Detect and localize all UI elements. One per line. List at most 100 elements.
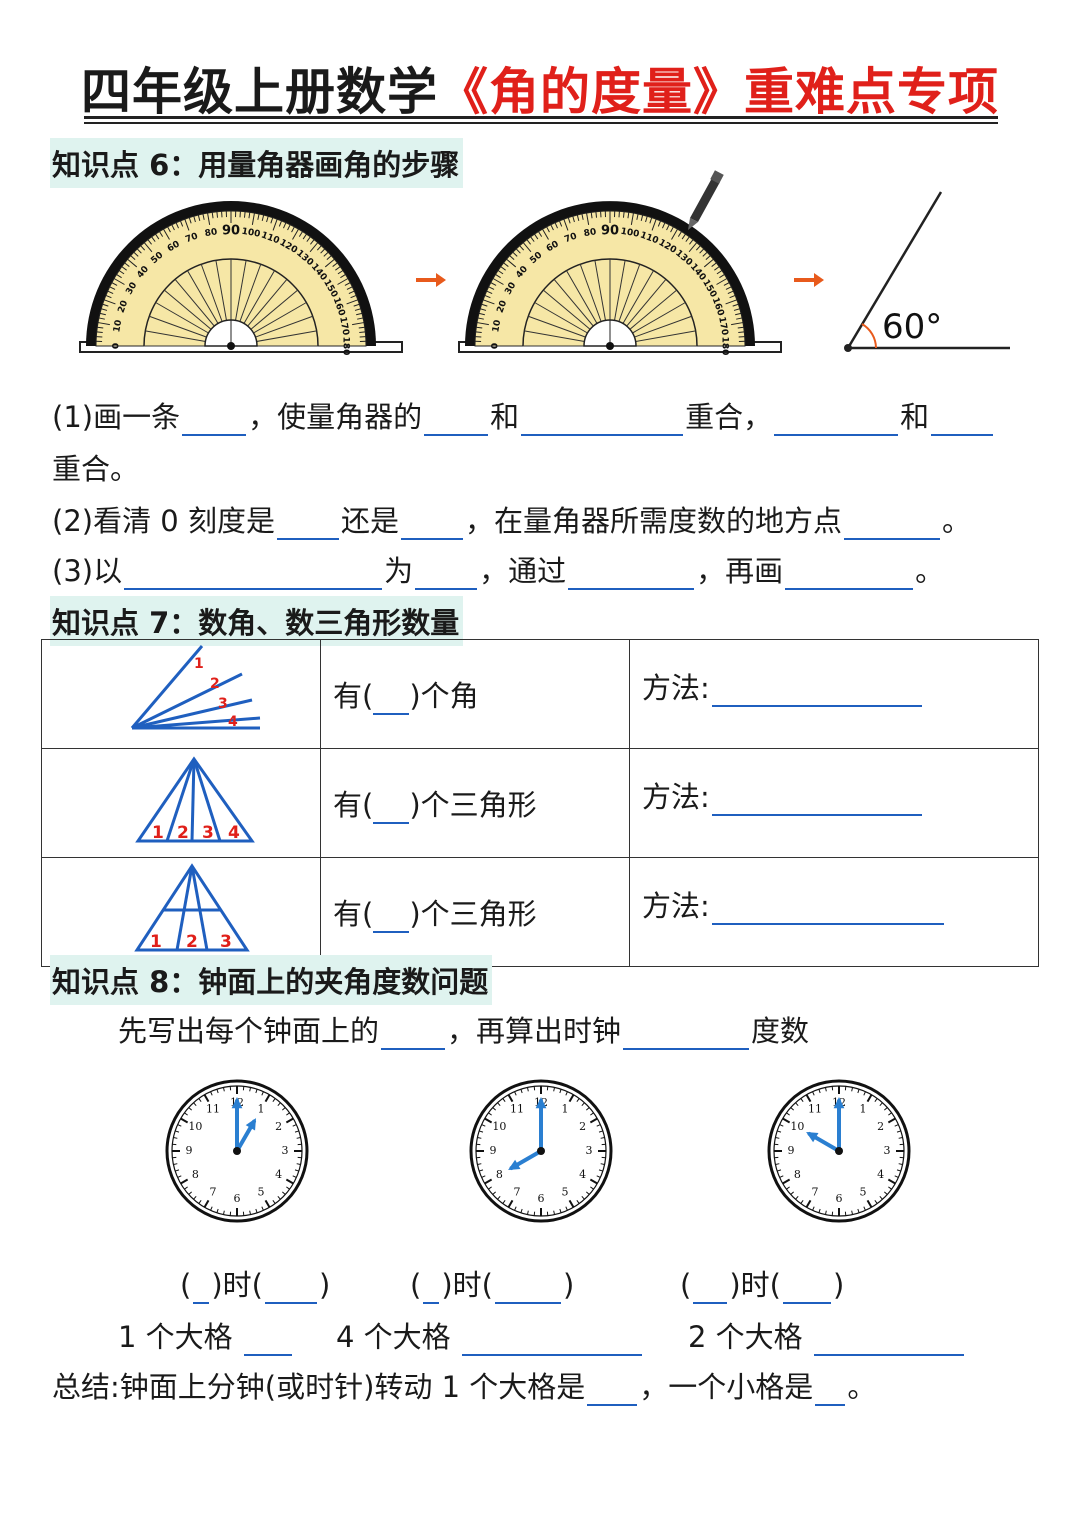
table-row: 1 2 3 有()个三角形 方法: bbox=[41, 857, 1039, 967]
clock-2: 121234567891011 bbox=[466, 1076, 616, 1226]
time-answer-1: ()时() bbox=[180, 1268, 331, 1304]
triangle-count-text: 有()个三角形 bbox=[333, 897, 537, 933]
arrow-2 bbox=[794, 273, 824, 287]
protractor-label: 80 bbox=[583, 227, 597, 239]
clock-number: 11 bbox=[206, 1102, 220, 1115]
clock-number: 11 bbox=[808, 1102, 822, 1115]
kp6-step1-cont: 重合。 bbox=[52, 452, 140, 486]
triangle-grid-figure: 1 2 3 bbox=[134, 863, 250, 952]
svg-text:3: 3 bbox=[218, 696, 228, 712]
svg-text:3: 3 bbox=[220, 932, 232, 952]
protractor-label: 100 bbox=[620, 227, 640, 240]
svg-text:2: 2 bbox=[177, 823, 189, 843]
triangle-fan-figure: 1 2 3 4 bbox=[135, 756, 255, 843]
clock-number: 1 bbox=[562, 1102, 569, 1115]
fig-cell: 1 2 3 4 bbox=[41, 639, 321, 749]
clock-number: 10 bbox=[492, 1120, 506, 1133]
title-black: 四年级上册数学 bbox=[81, 63, 438, 121]
angle-count-text: 有()个角 bbox=[333, 679, 479, 715]
clock-number: 10 bbox=[188, 1120, 202, 1133]
angle-60-label: 60° bbox=[882, 307, 942, 347]
clock-number: 5 bbox=[860, 1186, 867, 1199]
method-blank[interactable] bbox=[711, 893, 944, 925]
angle-60-figure: 60° bbox=[844, 191, 1010, 352]
page-title: 四年级上册数学《角的度量》重难点专项 bbox=[0, 52, 1080, 124]
kp6-step2: (2)看清 0 刻度是还是，在量角器所需度数的地方点。 bbox=[52, 504, 972, 540]
kp6-step3: (3)以为，通过，再画。 bbox=[52, 554, 945, 590]
kp8-intro: 先写出每个钟面上的，再算出时钟度数 bbox=[118, 1014, 810, 1050]
svg-text:3: 3 bbox=[202, 823, 214, 843]
clock-number: 8 bbox=[794, 1168, 801, 1181]
clock-number: 7 bbox=[514, 1186, 521, 1199]
kp6-heading: 知识点 6：用量角器画角的步骤 bbox=[50, 138, 464, 188]
clock-number: 6 bbox=[538, 1192, 545, 1205]
clock-number: 2 bbox=[579, 1120, 586, 1133]
clock-number: 11 bbox=[510, 1102, 524, 1115]
svg-text:1: 1 bbox=[150, 932, 162, 952]
clock-number: 7 bbox=[210, 1186, 217, 1199]
protractor-label: 180 bbox=[720, 337, 730, 356]
clock-number: 6 bbox=[234, 1192, 241, 1205]
time-answer-2: ()时() bbox=[410, 1268, 575, 1304]
svg-text:4: 4 bbox=[228, 714, 238, 730]
protractor-label: 100 bbox=[241, 227, 261, 240]
protractor-label: 90 bbox=[222, 224, 240, 239]
fig-cell: 1 2 3 bbox=[41, 857, 321, 967]
kp6-step1: (1)画一条，使量角器的和重合，和 bbox=[52, 394, 995, 436]
answer-blank[interactable] bbox=[373, 905, 410, 933]
answer-blank[interactable] bbox=[373, 796, 410, 824]
clock-number: 2 bbox=[877, 1120, 884, 1133]
clock-number: 8 bbox=[192, 1168, 199, 1181]
grid-1-line: 1 个大格 bbox=[118, 1314, 294, 1356]
pencil-icon bbox=[688, 170, 724, 230]
angle-fan-figure: 1 2 3 4 bbox=[130, 645, 261, 730]
table-row: 1 2 3 4 有()个三角形 方法: bbox=[41, 748, 1039, 858]
title-underline-thin bbox=[84, 122, 998, 124]
clock-1: 121234567891011 bbox=[162, 1076, 312, 1226]
clock-3: 121234567891011 bbox=[764, 1076, 914, 1226]
protractor-label: 0 bbox=[112, 343, 122, 349]
arrow-1 bbox=[416, 273, 446, 287]
svg-text:1: 1 bbox=[152, 823, 164, 843]
protractor-label: 90 bbox=[601, 224, 619, 239]
method-text: 方法: bbox=[630, 774, 1038, 816]
clock-number: 5 bbox=[258, 1186, 265, 1199]
clock-number: 3 bbox=[884, 1144, 891, 1157]
table-row: 1 2 3 4 有()个角 方法: bbox=[41, 639, 1039, 749]
summary-line: 总结:钟面上分钟(或时针)转动 1 个大格是，一个小格是。 bbox=[52, 1370, 877, 1406]
protractor-label: 180 bbox=[341, 337, 351, 356]
clock-number: 9 bbox=[490, 1144, 497, 1157]
answer-blank[interactable] bbox=[373, 687, 410, 715]
clock-number: 9 bbox=[788, 1144, 795, 1157]
protractor-label: 80 bbox=[204, 227, 218, 239]
fig-cell: 1 2 3 4 bbox=[41, 748, 321, 858]
svg-text:2: 2 bbox=[210, 676, 220, 692]
method-blank[interactable] bbox=[711, 784, 922, 816]
kp8-heading: 知识点 8：钟面上的夹角度数问题 bbox=[50, 955, 493, 1005]
protractor-label: 70 bbox=[563, 232, 578, 246]
clock-number: 2 bbox=[275, 1120, 282, 1133]
protractor-label: 170 bbox=[337, 316, 350, 336]
protractor-label: 170 bbox=[716, 316, 729, 336]
svg-text:1: 1 bbox=[194, 656, 204, 672]
clock-number: 6 bbox=[836, 1192, 843, 1205]
protractor-label: 0 bbox=[491, 343, 501, 349]
method-text: 方法: bbox=[630, 883, 1038, 925]
time-answer-3: ()时() bbox=[680, 1268, 845, 1304]
clock-number: 1 bbox=[258, 1102, 265, 1115]
grid-4-line: 4 个大格 bbox=[336, 1314, 644, 1356]
method-blank[interactable] bbox=[711, 675, 922, 707]
svg-text:2: 2 bbox=[186, 932, 198, 952]
title-underline bbox=[84, 116, 998, 119]
protractor-label: 10 bbox=[112, 319, 124, 333]
clock-number: 8 bbox=[496, 1168, 503, 1181]
clock-number: 7 bbox=[812, 1186, 819, 1199]
clock-number: 4 bbox=[275, 1168, 282, 1181]
kp7-heading: 知识点 7：数角、数三角形数量 bbox=[50, 596, 464, 646]
clock-number: 4 bbox=[877, 1168, 884, 1181]
clock-number: 3 bbox=[586, 1144, 593, 1157]
clock-number: 4 bbox=[579, 1168, 586, 1181]
